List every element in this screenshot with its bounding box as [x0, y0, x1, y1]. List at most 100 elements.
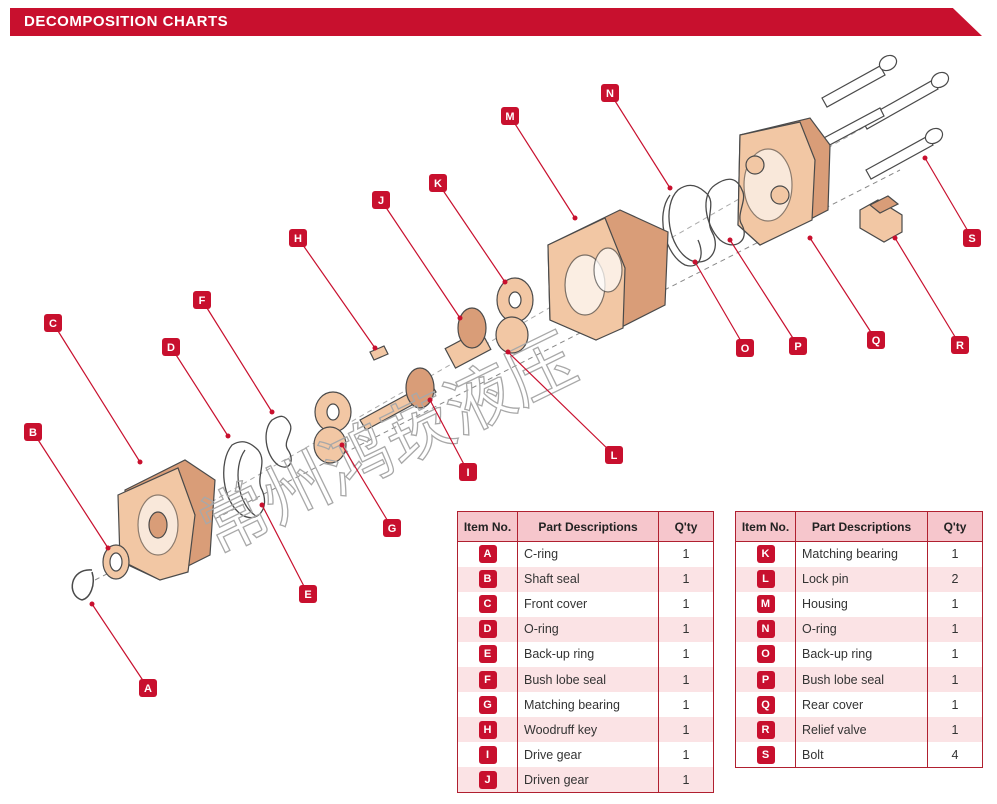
callout-label: J	[378, 195, 384, 207]
callout-badge	[372, 191, 390, 209]
item-cell: K	[735, 541, 796, 567]
item-cell: M	[735, 591, 796, 617]
item-badge: I	[478, 745, 497, 764]
callout-dot	[269, 409, 275, 415]
description-cell: Shaft seal	[517, 566, 659, 592]
callout-leader-line	[809, 237, 877, 341]
callout-label: Q	[872, 335, 881, 347]
callout-leader-line	[694, 261, 746, 349]
header-banner: DECOMPOSITION CHARTS	[10, 8, 982, 36]
callout-leader-line	[91, 603, 149, 689]
qty-cell: 1	[658, 717, 714, 743]
item-cell: C	[457, 591, 518, 617]
callout-label: M	[505, 111, 514, 123]
callout-badge	[24, 423, 42, 441]
callout-dot	[922, 155, 928, 161]
description-cell: Matching bearing	[795, 541, 928, 567]
callout-badge	[601, 84, 619, 102]
callout-leader-line	[261, 504, 309, 595]
callout-dot	[572, 215, 578, 221]
callout-dot	[892, 235, 898, 241]
item-cell: H	[457, 717, 518, 743]
bolt-part	[865, 127, 944, 180]
item-badge: R	[756, 720, 775, 739]
item-badge: K	[756, 545, 775, 564]
qty-cell: 4	[927, 742, 983, 768]
qty-cell: 1	[927, 717, 983, 743]
description-cell: O-ring	[517, 616, 659, 642]
item-badge: J	[478, 770, 497, 789]
callout-label: E	[304, 589, 311, 601]
bush-lobe-seal-front-part	[265, 415, 292, 468]
callout-label: S	[968, 233, 975, 245]
callout-badge	[501, 107, 519, 125]
callout-label: R	[956, 340, 964, 352]
callout-badge	[429, 174, 447, 192]
header-item-no: Item No.	[457, 511, 518, 542]
item-badge: N	[756, 620, 775, 639]
driven-gear-part	[444, 307, 492, 369]
callout-badge	[459, 463, 477, 481]
qty-cell: 1	[658, 591, 714, 617]
qty-cell: 1	[658, 566, 714, 592]
item-cell: E	[457, 641, 518, 667]
backup-ring-front-part	[237, 449, 257, 517]
qty-cell: 1	[658, 666, 714, 693]
shaft-seal-part	[102, 544, 130, 580]
bolts-part	[819, 54, 950, 180]
item-cell: D	[457, 616, 518, 642]
callout-label: A	[144, 683, 152, 695]
callout-dot	[137, 459, 143, 465]
qty-cell: 1	[658, 641, 714, 667]
qty-cell: 1	[927, 666, 983, 693]
qty-cell: 1	[927, 541, 983, 567]
callout-leader-line	[380, 199, 461, 319]
description-cell: C-ring	[517, 541, 659, 567]
description-cell: Lock pin	[795, 566, 928, 592]
description-cell: Matching bearing	[517, 692, 659, 718]
item-badge: F	[478, 670, 497, 689]
callout-dot	[457, 315, 463, 321]
callout-leader-line	[170, 346, 229, 437]
item-cell: J	[457, 767, 518, 793]
item-cell: L	[735, 566, 796, 592]
callout-dot	[427, 397, 433, 403]
item-badge: M	[756, 595, 775, 614]
item-cell: A	[457, 541, 518, 567]
callout-label: K	[434, 178, 442, 190]
bolt-part	[821, 54, 898, 108]
callout-dot	[505, 349, 511, 355]
callout-leader-line	[52, 322, 141, 463]
callout-badge	[162, 338, 180, 356]
qty-cell: 1	[658, 616, 714, 642]
c-ring-part	[71, 569, 94, 601]
qty-cell: 1	[927, 641, 983, 667]
callout-dot	[502, 279, 508, 285]
item-badge: B	[478, 570, 497, 589]
item-badge: Q	[756, 695, 775, 714]
qty-cell: 1	[927, 591, 983, 617]
callout-dot	[339, 442, 345, 448]
item-cell: N	[735, 616, 796, 642]
item-cell: Q	[735, 692, 796, 718]
callout-label: C	[49, 318, 57, 330]
callout-label: B	[29, 427, 37, 439]
callout-dot	[727, 237, 733, 243]
woodruff-key-part	[369, 345, 389, 361]
callout-label: P	[794, 341, 801, 353]
qty-cell: 1	[658, 541, 714, 567]
callout-badge	[299, 585, 317, 603]
callout-label: O	[741, 343, 750, 355]
rear-cover-part	[737, 117, 831, 246]
description-cell: Drive gear	[517, 742, 659, 768]
